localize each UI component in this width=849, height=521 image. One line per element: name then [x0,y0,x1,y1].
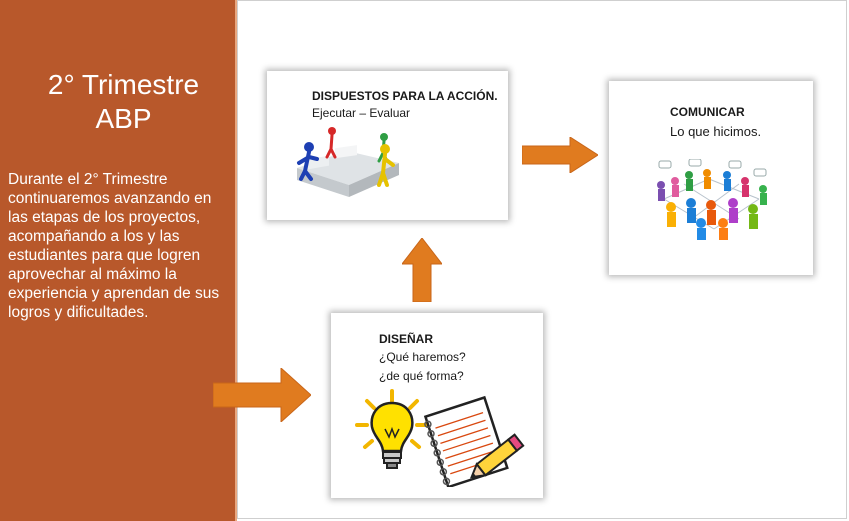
title-line-1: 2° Trimestre [47,69,200,100]
panel-title: 2° Trimestre ABP [0,68,247,136]
slide-frame [237,0,847,519]
panel-description: Durante el 2° Trimestre continuaremos av… [8,171,220,321]
network-people-icon [649,159,779,241]
card-title: COMUNICAR [670,105,745,119]
card-line-1: ¿Qué haremos? [379,350,466,364]
arrow-right-icon [213,368,311,422]
puzzle-team-icon [287,123,402,199]
title-line-2: ABP [95,103,152,134]
card-dispuestos: DISPUESTOS PARA LA ACCIÓN. Ejecutar – Ev… [267,71,508,220]
lightbulb-icon [355,389,429,471]
arrow-up-icon [402,238,442,302]
card-disenar: DISEÑAR ¿Qué haremos? ¿de qué forma? [331,313,543,498]
notepad-pencil-icon [417,395,525,487]
card-title: DISEÑAR [379,332,434,346]
left-panel: 2° Trimestre ABP Durante el 2° Trimestre… [0,0,237,521]
card-title: DISPUESTOS PARA LA ACCIÓN. [312,89,498,103]
card-subtitle: Ejecutar – Evaluar [312,106,411,120]
card-subtitle: Lo que hicimos. [670,124,762,139]
card-comunicar: COMUNICAR Lo que hicimos. [609,81,813,275]
arrow-right-icon [522,137,598,173]
card-line-2: ¿de qué forma? [379,369,464,383]
